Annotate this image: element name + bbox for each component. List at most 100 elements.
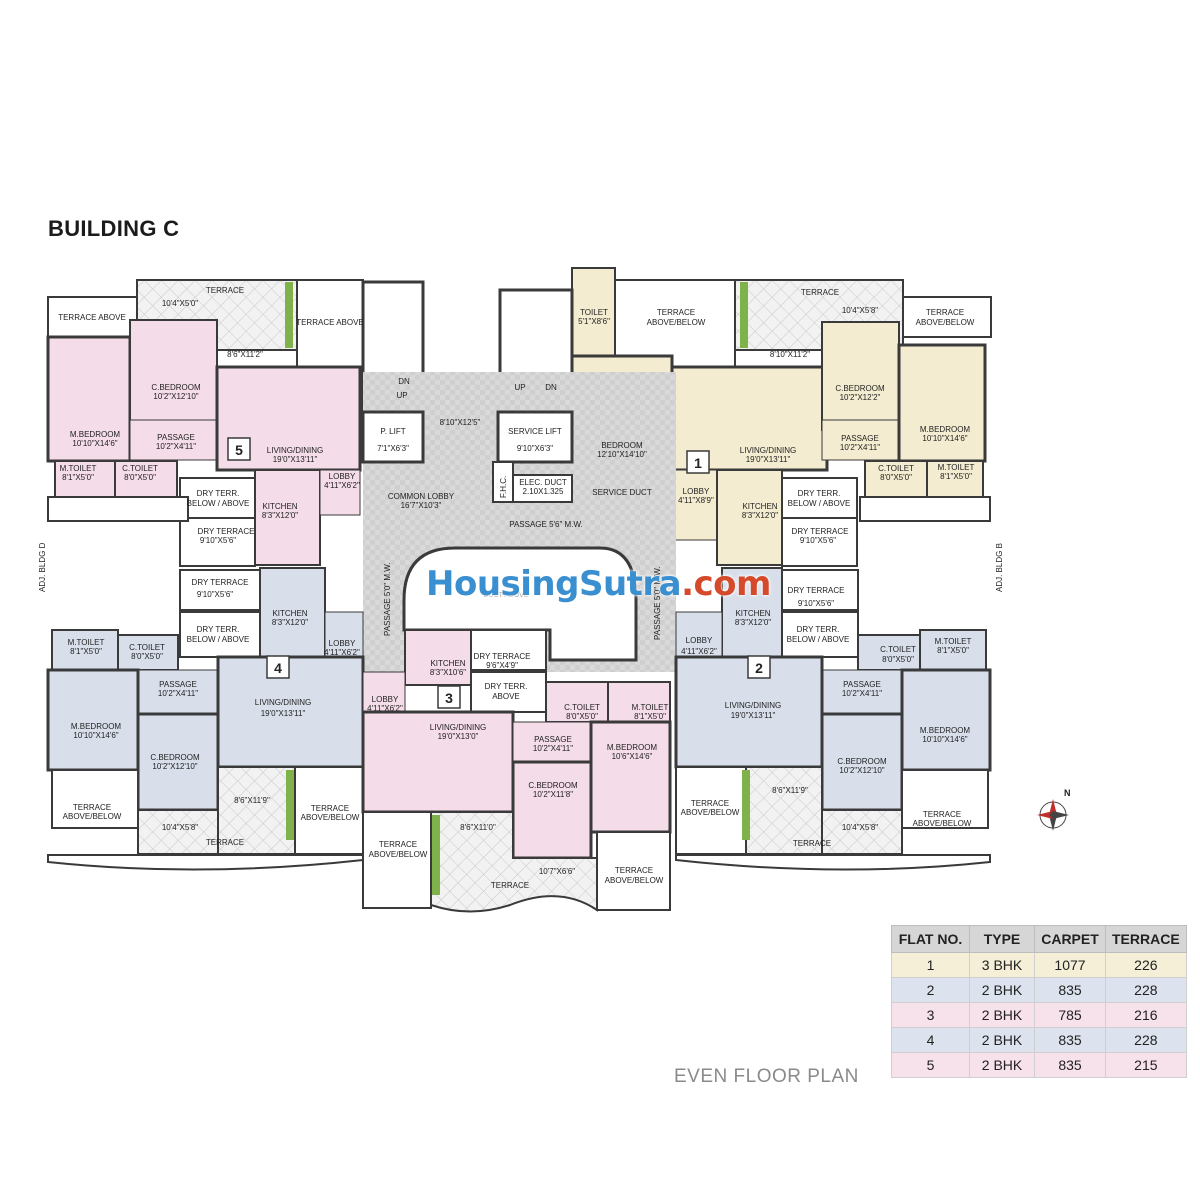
f1-terrace-ab-r2: ABOVE/BELOW — [916, 318, 975, 327]
flat3-terrace-ab-right — [596, 831, 671, 911]
f3-dry-terr-label: DRY TERR. — [485, 682, 528, 691]
cell-type: 2 BHK — [969, 1052, 1035, 1078]
table-row: 5 2 BHK 835 215 — [891, 1052, 1187, 1078]
f5-c-bedroom-label: C.BEDROOM — [151, 383, 201, 392]
flat2-c-toilet — [857, 634, 921, 671]
f2-terrace-ab-r2: ABOVE/BELOW — [913, 819, 972, 828]
f3-terrace-ab-r2: ABOVE/BELOW — [605, 876, 664, 885]
flat4-number: 4 — [274, 660, 282, 676]
flat1-dry-terr-below — [781, 477, 858, 519]
f5-passage-size: 10'2"X4'11" — [156, 442, 196, 451]
f5-c-bedroom-size: 10'2"X12'10" — [153, 392, 198, 401]
table-row: 1 3 BHK 1077 226 — [891, 952, 1187, 978]
flat4-living — [216, 655, 365, 769]
f2-lobby-size: 4'11"X6'2" — [681, 647, 717, 656]
f4-lobby-label: LOBBY — [329, 639, 356, 648]
fhc-label: F.H.C. — [499, 476, 508, 498]
f4-c-toilet-label: C.TOILET — [129, 643, 165, 652]
flat1-m-bedroom — [897, 343, 987, 463]
f3-m-toilet-size: 8'1"X5'0" — [634, 712, 666, 721]
cell-terrace: 226 — [1105, 952, 1187, 978]
f5-c-toilet-label: C.TOILET — [122, 464, 158, 473]
f3-m-toilet-label: M.TOILET — [632, 703, 669, 712]
header-flat-no: FLAT NO. — [891, 925, 970, 953]
flat3-number: 3 — [445, 690, 453, 706]
flat5-dry-terrace — [179, 517, 256, 567]
service-lift — [496, 410, 574, 464]
f2-living-size: 19'0"X13'11" — [731, 711, 776, 720]
f1-passage-size: 10'2"X4'11" — [840, 443, 880, 452]
core-common-lobby-size: 16'7"X10'3" — [401, 501, 442, 510]
f1-terrace-size2: 8'10"X11'2" — [770, 350, 810, 359]
cell-terrace: 216 — [1105, 1002, 1187, 1028]
f2-m-bedroom-size: 10'10"X14'6" — [922, 735, 967, 744]
f3-c-toilet-size: 8'0"X5'0" — [566, 712, 598, 721]
cell-carpet: 835 — [1034, 977, 1106, 1003]
watermark-main: HousingSutra — [426, 564, 682, 604]
f3-m-bedroom-size: 10'6"X14'6" — [612, 752, 653, 761]
f1-living-size: 19'0"X13'11" — [746, 455, 791, 464]
f3-kitchen-label: KITCHEN — [430, 659, 465, 668]
cell-type: 2 BHK — [969, 977, 1035, 1003]
cell-terrace: 228 — [1105, 1027, 1187, 1053]
flat3-m-toilet — [607, 681, 671, 723]
flat-number-boxes — [227, 437, 771, 709]
cell-type: 3 BHK — [969, 952, 1035, 978]
f4-living-size: 19'0"X13'11" — [261, 709, 306, 718]
f5-terrace-above-label: TERRACE ABOVE — [58, 313, 126, 322]
flat3-passage — [512, 721, 592, 763]
flat1-passage — [821, 419, 900, 461]
flat5-balcony-strip — [47, 496, 189, 522]
watermark: HousingSutra.com — [426, 564, 771, 604]
flat4-terrace-lower — [137, 809, 219, 855]
header-terrace: TERRACE — [1105, 925, 1187, 953]
flat2-terrace-lower — [821, 809, 903, 855]
f4-terrace-label: TERRACE — [206, 838, 244, 847]
flat2-m-bedroom — [900, 668, 992, 772]
adj-bldg-d-label: ADJ. BLDG D — [38, 542, 47, 592]
f1-lobby-size: 4'11"X8'9" — [678, 496, 714, 505]
core-service-duct-label: SERVICE DUCT — [592, 488, 652, 497]
f2-m-toilet-size: 8'1"X5'0" — [937, 646, 969, 655]
cell-carpet: 835 — [1034, 1027, 1106, 1053]
core-up-left: UP — [396, 391, 407, 400]
f1-dry-terrace-size: 9'10"X5'6" — [800, 536, 836, 545]
f3-m-bedroom-label: M.BEDROOM — [607, 743, 658, 752]
flat3-m-bedroom — [589, 720, 672, 834]
f1-terrace-ab-r-label: TERRACE — [926, 308, 964, 317]
f3-passage-size: 10'2"X4'11" — [533, 744, 573, 753]
f2-dry-terr-below: BELOW / ABOVE — [787, 635, 850, 644]
f2-c-toilet-label: C.TOILET — [880, 645, 916, 654]
f3-c-bedroom-size: 10'2"X11'8" — [533, 790, 573, 799]
f3-terrace-label: TERRACE — [491, 881, 529, 890]
f5-dry-terr-below: BELOW / ABOVE — [187, 499, 250, 508]
f2-terrace-label: TERRACE — [793, 839, 831, 848]
f3-terrace-ab-label: TERRACE — [379, 840, 417, 849]
flat1-c-bedroom — [821, 321, 900, 431]
cell-carpet: 835 — [1034, 1052, 1106, 1078]
f2-passage-label: PASSAGE — [843, 680, 881, 689]
flat1-balcony-strip — [859, 496, 991, 522]
f3-living-label: LIVING/DINING — [430, 723, 486, 732]
table-row: 4 2 BHK 835 228 — [891, 1027, 1187, 1053]
f5-dry-terrace-label: DRY TERRACE — [198, 527, 255, 536]
f5-passage-label: PASSAGE — [157, 433, 195, 442]
f4-terrace-ab-r2: ABOVE/BELOW — [301, 813, 360, 822]
f2-dry-terr-label: DRY TERR. — [797, 625, 840, 634]
flat4-c-bedroom — [136, 712, 220, 812]
cell-type: 2 BHK — [969, 1027, 1035, 1053]
f5-m-toilet-label: M.TOILET — [60, 464, 97, 473]
core-passage-top: PASSAGE 5'6" M.W. — [509, 520, 583, 529]
cell-terrace: 215 — [1105, 1052, 1187, 1078]
f4-dry-terrace-label: DRY TERRACE — [192, 578, 249, 587]
flat4-m-bedroom — [46, 668, 140, 772]
core-dn-right: DN — [545, 383, 557, 392]
flat1-toilet — [571, 267, 616, 357]
flat5-lobby — [319, 469, 361, 516]
f1-m-bedroom-label: M.BEDROOM — [920, 425, 971, 434]
flat2-terrace-ab-left — [675, 766, 747, 855]
compass-rose — [1037, 799, 1069, 831]
f1-c-toilet-size: 8'0"X5'0" — [880, 473, 912, 482]
flat2-dry-terrace — [781, 569, 859, 611]
header-carpet: CARPET — [1034, 925, 1106, 953]
